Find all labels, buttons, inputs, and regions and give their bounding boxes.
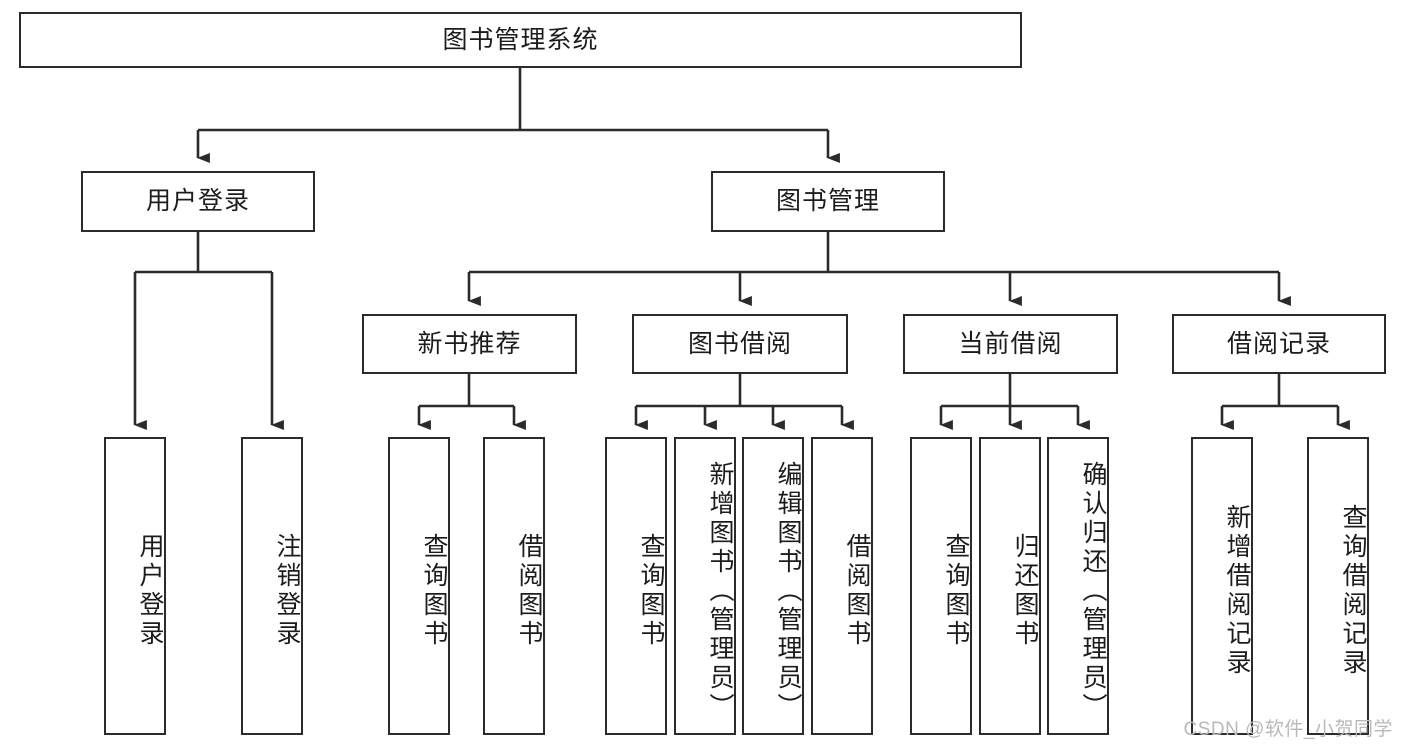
node-leaf-borrow-book-1[interactable]: 借阅图书: [483, 437, 545, 735]
node-leaf-logout-login[interactable]: 注销登录: [241, 437, 303, 735]
node-leaf-borrow-book-1-label: 借阅图书: [515, 533, 543, 649]
node-leaf-edit-book[interactable]: 编辑图书（管理员）: [742, 437, 804, 735]
node-leaf-confirm-return[interactable]: 确认归还（管理员）: [1047, 437, 1109, 735]
node-leaf-add-record[interactable]: 新增借阅记录: [1191, 437, 1253, 735]
node-new-book-recommend-label: 新书推荐: [417, 329, 522, 358]
node-leaf-return-book-label: 归还图书: [1011, 533, 1039, 649]
node-book-manage-label: 图书管理: [775, 187, 880, 216]
node-borrow-record-label: 借阅记录: [1226, 329, 1331, 358]
node-root[interactable]: 图书管理系统: [19, 12, 1022, 68]
node-leaf-add-record-label: 新增借阅记录: [1223, 504, 1251, 678]
node-root-label: 图书管理系统: [442, 25, 599, 54]
node-leaf-user-login-label: 用户登录: [136, 533, 164, 649]
node-book-borrow-label: 图书借阅: [687, 329, 792, 358]
node-leaf-return-book[interactable]: 归还图书: [979, 437, 1041, 735]
node-book-borrow[interactable]: 图书借阅: [632, 314, 848, 374]
node-borrow-record[interactable]: 借阅记录: [1172, 314, 1386, 374]
node-leaf-edit-book-label: 编辑图书（管理员）: [774, 460, 802, 722]
node-leaf-query-record[interactable]: 查询借阅记录: [1307, 437, 1369, 735]
node-leaf-query-book-2-label: 查询图书: [637, 533, 665, 649]
node-leaf-query-record-label: 查询借阅记录: [1339, 504, 1367, 678]
node-leaf-query-book-1-label: 查询图书: [420, 533, 448, 649]
node-new-book-recommend[interactable]: 新书推荐: [362, 314, 577, 374]
node-current-borrow-label: 当前借阅: [958, 329, 1063, 358]
node-leaf-query-book-3-label: 查询图书: [942, 533, 970, 649]
node-leaf-user-login[interactable]: 用户登录: [104, 437, 166, 735]
node-leaf-query-book-3[interactable]: 查询图书: [910, 437, 972, 735]
node-leaf-query-book-1[interactable]: 查询图书: [388, 437, 450, 735]
node-current-borrow[interactable]: 当前借阅: [903, 314, 1118, 374]
node-leaf-add-book-label: 新增图书（管理员）: [706, 460, 734, 722]
node-leaf-borrow-book-2-label: 借阅图书: [843, 533, 871, 649]
node-leaf-borrow-book-2[interactable]: 借阅图书: [811, 437, 873, 735]
watermark-text: CSDN @软件_小贺同学: [1183, 719, 1393, 740]
node-user-login[interactable]: 用户登录: [81, 171, 315, 232]
node-leaf-add-book[interactable]: 新增图书（管理员）: [674, 437, 736, 735]
node-leaf-query-book-2[interactable]: 查询图书: [605, 437, 667, 735]
node-user-login-label: 用户登录: [145, 187, 250, 216]
node-leaf-logout-login-label: 注销登录: [273, 533, 301, 649]
node-leaf-confirm-return-label: 确认归还（管理员）: [1079, 460, 1107, 722]
node-book-manage[interactable]: 图书管理: [711, 171, 945, 232]
